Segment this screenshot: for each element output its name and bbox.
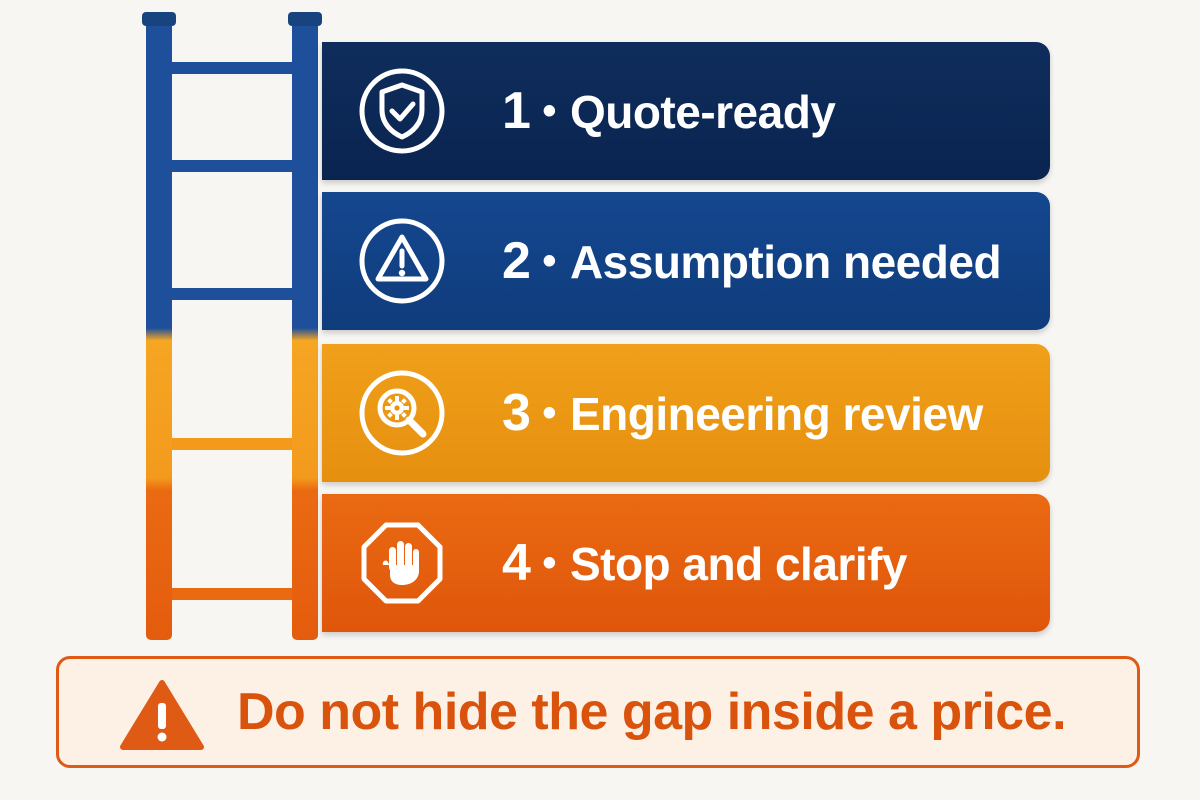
tier-title: Engineering review bbox=[569, 388, 983, 440]
ladder-rungs bbox=[168, 62, 294, 600]
tier-assumption-needed: 2• Assumption needed bbox=[322, 192, 1050, 330]
tier-label: 4• Stop and clarify bbox=[502, 533, 908, 593]
tier-title: Quote-ready bbox=[569, 86, 836, 138]
warning-triangle-icon bbox=[120, 680, 204, 750]
warning-banner: Do not hide the gap inside a price. bbox=[56, 656, 1140, 768]
tier-separator: • bbox=[542, 239, 556, 283]
warning-triangle-icon bbox=[356, 215, 448, 307]
tier-separator: • bbox=[542, 89, 556, 133]
tier-engineering-review: 3• Engineering review bbox=[322, 344, 1050, 482]
tier-label: 1• Quote-ready bbox=[502, 81, 836, 141]
ladder-icon bbox=[142, 12, 322, 640]
tier-label: 3• Engineering review bbox=[502, 383, 983, 443]
tier-quote-ready: 1• Quote-ready bbox=[322, 42, 1050, 180]
tier-separator: • bbox=[542, 391, 556, 435]
tier-stop-and-clarify: 4• Stop and clarify bbox=[322, 494, 1050, 632]
tier-label: 2• Assumption needed bbox=[502, 231, 1002, 291]
tier-title: Stop and clarify bbox=[569, 538, 908, 590]
tier-number: 3 bbox=[502, 384, 531, 442]
ladder-rail-right bbox=[292, 16, 318, 640]
tier-title: Assumption needed bbox=[569, 236, 1002, 288]
tier-number: 1 bbox=[502, 82, 531, 140]
tier-number: 4 bbox=[502, 534, 531, 592]
warning-text: Do not hide the gap inside a price. bbox=[237, 683, 1067, 741]
tier-separator: • bbox=[542, 541, 556, 585]
tier-number: 2 bbox=[502, 232, 531, 290]
stop-hand-icon bbox=[356, 517, 448, 609]
ladder-rail-left bbox=[146, 16, 172, 640]
magnifier-gear-icon bbox=[356, 367, 448, 459]
shield-check-icon bbox=[356, 65, 448, 157]
